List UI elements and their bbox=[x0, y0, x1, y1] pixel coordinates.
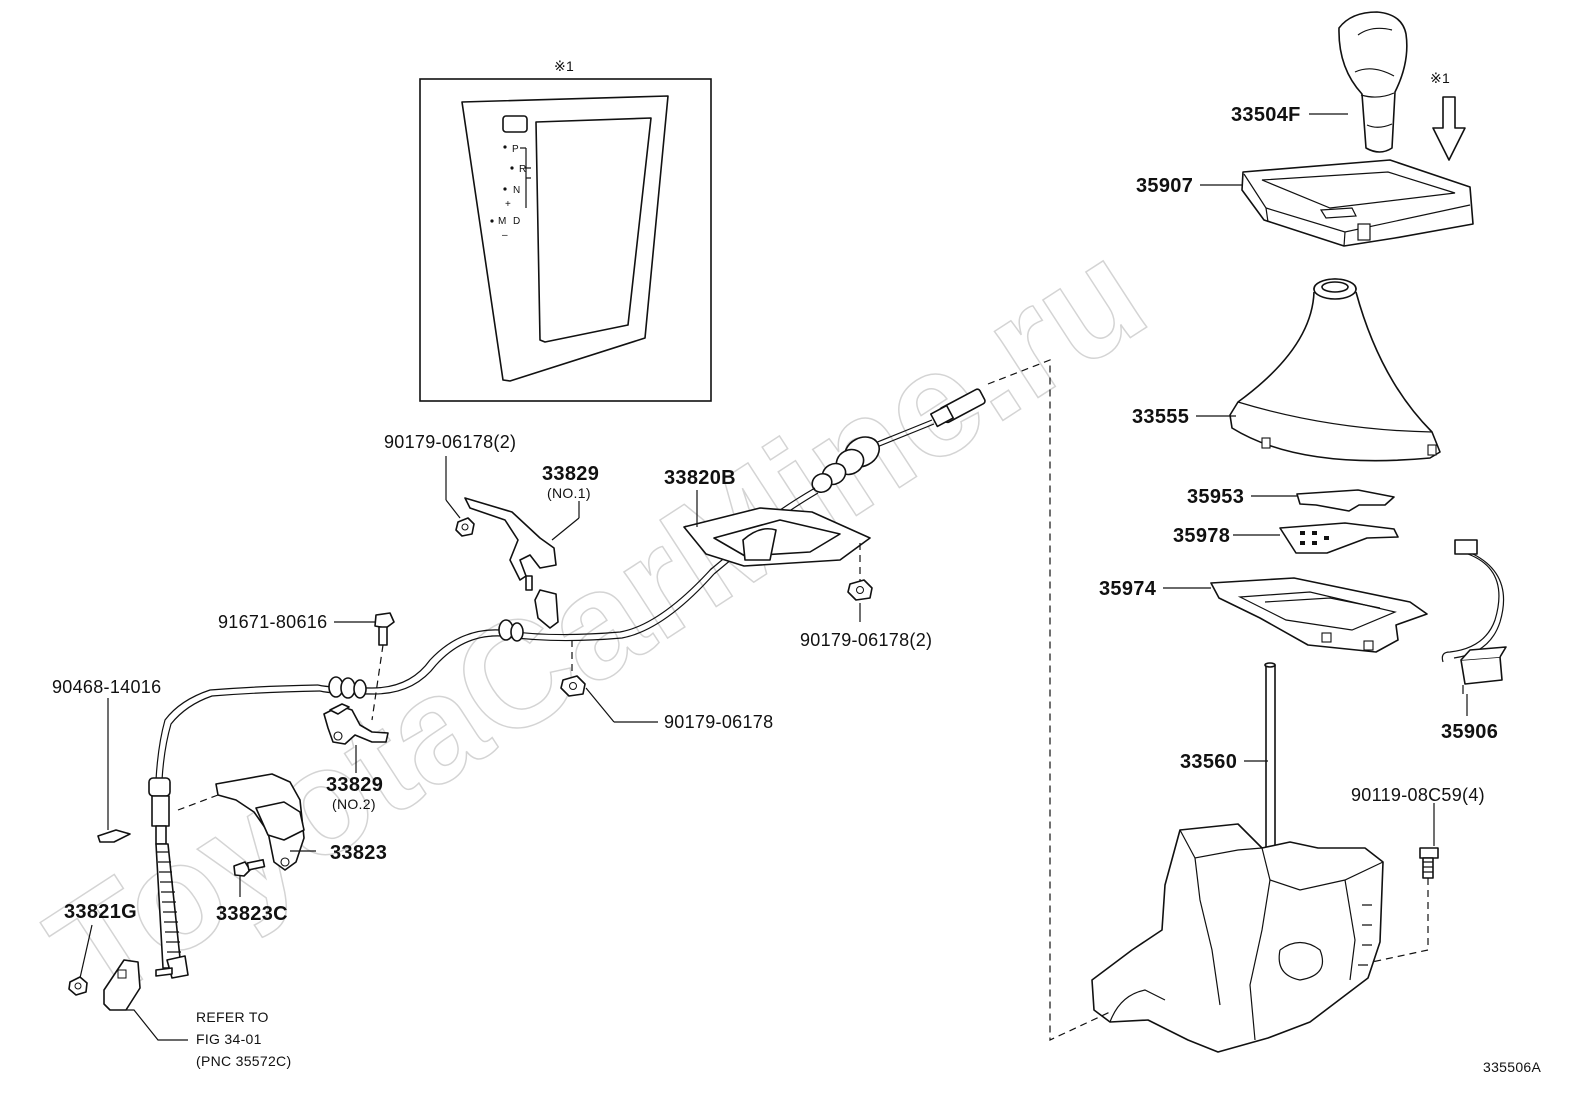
wire-harness-35906 bbox=[1441, 539, 1507, 694]
reference-dashed-line bbox=[987, 359, 1111, 1041]
nut-90179-mid bbox=[560, 640, 586, 697]
label-33821G: 33821G bbox=[64, 901, 137, 923]
label-refer-line2: FIG 34-01 bbox=[196, 1031, 262, 1047]
shift-boot-33555 bbox=[1229, 278, 1441, 462]
label-35907: 35907 bbox=[1136, 175, 1193, 197]
refer-bracket bbox=[103, 959, 141, 1011]
nut-90179-right bbox=[847, 543, 873, 601]
label-33829-no1-sub: (NO.1) bbox=[547, 485, 591, 501]
nut-90179-top bbox=[455, 517, 475, 537]
control-cable-33820B bbox=[148, 388, 986, 979]
gate-r-label: R bbox=[519, 164, 527, 175]
figure-id: 335506A bbox=[1483, 1059, 1542, 1075]
bolt-90119 bbox=[1371, 847, 1439, 963]
label-90468: 90468-14016 bbox=[52, 677, 161, 697]
label-35974: 35974 bbox=[1099, 578, 1157, 600]
bracket-33829-no2 bbox=[323, 703, 389, 745]
inset-shift-gate: ※1 P R N + M D – bbox=[419, 58, 712, 402]
label-35953: 35953 bbox=[1187, 486, 1244, 508]
label-90119: 90119-08C59(4) bbox=[1351, 785, 1485, 805]
nut-33821G bbox=[68, 976, 88, 996]
gate-plus-label: + bbox=[505, 199, 511, 210]
slide-plate-35978 bbox=[1279, 522, 1399, 554]
label-33504F: 33504F bbox=[1231, 104, 1301, 126]
label-refer-line1: REFER TO bbox=[196, 1009, 269, 1025]
label-33829-no2: 33829 bbox=[326, 774, 383, 796]
slide-plate-35953 bbox=[1296, 489, 1395, 512]
label-33823: 33823 bbox=[330, 842, 387, 864]
shift-gate-opening bbox=[535, 117, 652, 343]
indicator-panel-35907 bbox=[1241, 159, 1474, 247]
bolt-91671 bbox=[371, 612, 395, 721]
inset-note: ※1 bbox=[554, 58, 574, 74]
bracket-33829-no1 bbox=[464, 497, 559, 629]
shift-knob-33504F bbox=[1338, 11, 1408, 153]
svg-text:※1: ※1 bbox=[1430, 70, 1450, 86]
label-33560: 33560 bbox=[1180, 751, 1237, 773]
label-33555: 33555 bbox=[1132, 406, 1189, 428]
shift-lever-33560 bbox=[1264, 662, 1276, 866]
label-35978: 35978 bbox=[1173, 525, 1230, 547]
bracket-33823 bbox=[177, 773, 305, 871]
gate-indicator-window bbox=[502, 115, 528, 133]
arrow-note-1: ※1 bbox=[1430, 70, 1466, 161]
position-indicator-35974 bbox=[1210, 577, 1428, 653]
part-labels: 33504F 35907 33555 35953 35978 35974 359… bbox=[52, 104, 1542, 1075]
label-90179-top: 90179-06178(2) bbox=[384, 432, 516, 452]
gate-n-label: N bbox=[513, 185, 521, 196]
label-33820B: 33820B bbox=[664, 467, 736, 489]
bolt-33823C bbox=[233, 858, 266, 877]
label-33823C: 33823C bbox=[216, 903, 288, 925]
shift-lever-housing bbox=[1091, 823, 1384, 1053]
clip-90468 bbox=[97, 829, 131, 843]
gate-d-label: D bbox=[513, 216, 521, 227]
label-90179-right: 90179-06178(2) bbox=[800, 630, 932, 650]
leader-lines bbox=[79, 113, 1468, 1041]
label-35906: 35906 bbox=[1441, 721, 1498, 743]
gate-p-label: P bbox=[512, 144, 519, 155]
label-refer-line3: (PNC 35572C) bbox=[196, 1053, 291, 1069]
label-90179-mid: 90179-06178 bbox=[664, 712, 773, 732]
gate-m-label: M bbox=[498, 216, 507, 227]
label-33829-no2-sub: (NO.2) bbox=[332, 796, 376, 812]
label-33829-no1: 33829 bbox=[542, 463, 599, 485]
gate-minus-label: – bbox=[502, 230, 508, 241]
label-91671: 91671-80616 bbox=[218, 612, 327, 632]
